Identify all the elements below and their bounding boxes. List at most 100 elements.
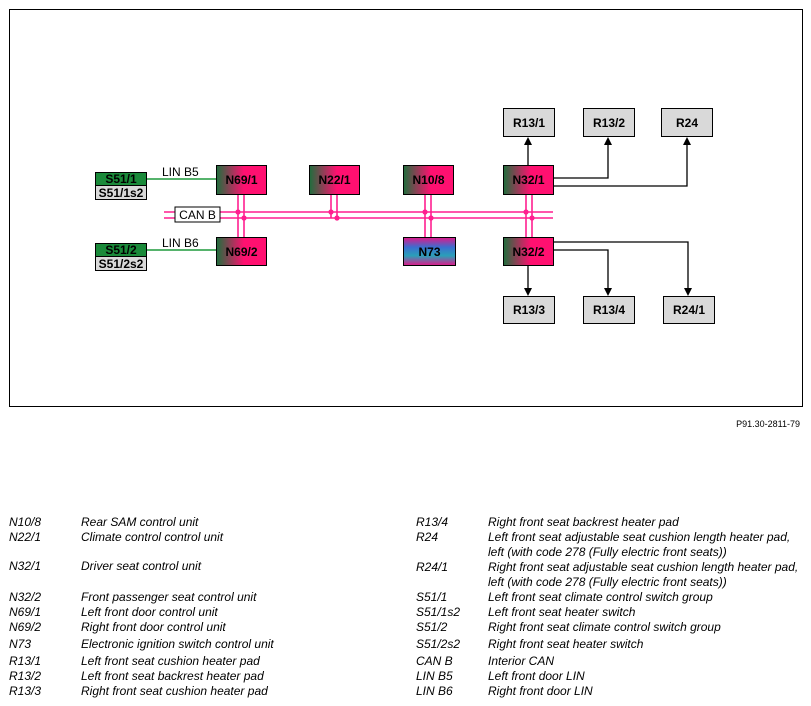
legend-item: R13/2 Left front seat backrest heater pad bbox=[9, 669, 399, 684]
r24-label: R24 bbox=[676, 116, 698, 130]
legend-item: R13/4 Right front seat backrest heater pa… bbox=[416, 515, 808, 530]
r13-4-label: R13/4 bbox=[593, 303, 625, 317]
legend-desc: Right front door control unit bbox=[81, 620, 226, 634]
legend-code: N32/1 bbox=[9, 559, 42, 573]
legend-code: CAN B bbox=[416, 654, 453, 668]
legend-code: R24/1 bbox=[416, 560, 449, 574]
r24-1-label: R24/1 bbox=[673, 303, 705, 317]
lin-b5-label: LIN B5 bbox=[162, 165, 199, 179]
n69-1-label: N69/1 bbox=[225, 173, 257, 187]
legend-code: N69/1 bbox=[9, 605, 42, 619]
r13-3-heater-pad: R13/3 bbox=[503, 296, 555, 324]
legend-desc: Right front seat heater switch bbox=[488, 637, 644, 651]
legend-item: R13/3 Right front seat cushion heater pad bbox=[9, 684, 399, 699]
legend-desc: Interior CAN bbox=[488, 654, 555, 668]
legend-desc: Right front seat adjustable seat cushion… bbox=[488, 560, 799, 589]
legend-code: LIN B6 bbox=[416, 684, 453, 698]
r13-1-label: R13/1 bbox=[513, 116, 545, 130]
legend-code: S51/1s2 bbox=[416, 605, 461, 619]
legend-code: R13/3 bbox=[9, 684, 42, 698]
r13-4-heater-pad: R13/4 bbox=[583, 296, 635, 324]
s51-2-switch-group: S51/2 S51/2s2 bbox=[95, 243, 147, 271]
n22-1-module: N22/1 bbox=[309, 165, 360, 195]
legend-item: N10/8 Rear SAM control unit bbox=[9, 515, 399, 530]
n69-2-label: N69/2 bbox=[225, 245, 257, 259]
n73-label: N73 bbox=[418, 245, 440, 259]
r13-2-label: R13/2 bbox=[593, 116, 625, 130]
n69-2-module: N69/2 bbox=[216, 237, 267, 266]
s51-2s2-label: S51/2s2 bbox=[99, 257, 144, 271]
n32-1-module: N32/1 bbox=[503, 165, 554, 195]
n73-module: N73 bbox=[403, 237, 456, 266]
legend-item: LIN B6 Right front door LIN bbox=[416, 684, 808, 699]
legend-code: N69/2 bbox=[9, 620, 42, 634]
legend-item: S51/1s2 Left front seat heater switch bbox=[416, 605, 808, 620]
legend-desc: Electronic ignition switch control unit bbox=[81, 637, 274, 651]
r24-heater-pad: R24 bbox=[661, 108, 713, 137]
r24-1-heater-pad: R24/1 bbox=[663, 296, 715, 324]
legend-code: R24 bbox=[416, 530, 439, 544]
n32-2-label: N32/2 bbox=[512, 245, 544, 259]
legend-item: N73 Electronic ignition switch control un… bbox=[9, 637, 399, 652]
legend-code: N73 bbox=[9, 637, 32, 651]
legend-code: R13/1 bbox=[9, 654, 42, 668]
legend-item: CAN B Interior CAN bbox=[416, 654, 808, 669]
legend-desc: Right front seat cushion heater pad bbox=[81, 684, 268, 698]
legend-item: N32/2 Front passenger seat control unit bbox=[9, 590, 399, 605]
n32-1-output-wires bbox=[524, 137, 691, 187]
can-b-label-box bbox=[174, 206, 221, 223]
n32-2-output-wires bbox=[524, 241, 692, 296]
legend-desc: Driver seat control unit bbox=[81, 559, 202, 573]
legend-desc: Climate control control unit bbox=[81, 530, 224, 544]
legend-desc: Front passenger seat control unit bbox=[81, 590, 257, 604]
diagram-frame bbox=[9, 9, 803, 407]
legend-desc: Left front door LIN bbox=[488, 669, 585, 683]
legend-desc: Left front seat climate control switch g… bbox=[488, 590, 713, 604]
can-b-drops bbox=[237, 195, 533, 238]
legend-desc: Right front door LIN bbox=[488, 684, 593, 698]
legend-item: S51/1 Left front seat climate control swi… bbox=[416, 590, 808, 605]
legend-code: S51/2s2 bbox=[416, 637, 461, 651]
r13-1-heater-pad: R13/1 bbox=[503, 108, 555, 137]
legend-code: S51/1 bbox=[416, 590, 448, 604]
can-b-label: CAN B bbox=[179, 208, 216, 222]
legend-item: LIN B5 Left front door LIN bbox=[416, 669, 808, 684]
s51-2-label: S51/2 bbox=[105, 243, 137, 257]
s51-1-switch-group: S51/1 S51/1s2 bbox=[95, 172, 147, 200]
legend-item: N32/1 Driver seat control unit bbox=[9, 559, 399, 590]
legend-desc: Rear SAM control unit bbox=[81, 515, 199, 529]
legend-desc: Left front seat adjustable seat cushion … bbox=[488, 530, 791, 559]
n10-8-label: N10/8 bbox=[412, 173, 444, 187]
r13-2-heater-pad: R13/2 bbox=[583, 108, 635, 137]
legend-item: N69/2 Right front door control unit bbox=[9, 620, 399, 635]
legend-desc: Left front seat heater switch bbox=[488, 605, 636, 619]
n69-1-module: N69/1 bbox=[216, 165, 267, 195]
legend-item: R24 Left front seat adjustable seat cushi… bbox=[416, 530, 808, 560]
legend-item: N69/1 Left front door control unit bbox=[9, 605, 399, 620]
s51-1s2-label: S51/1s2 bbox=[99, 186, 144, 200]
n10-8-module: N10/8 bbox=[403, 165, 454, 195]
n22-1-label: N22/1 bbox=[318, 173, 350, 187]
legend-code: N32/2 bbox=[9, 590, 42, 604]
can-b-bus bbox=[164, 211, 553, 219]
n32-1-label: N32/1 bbox=[512, 173, 544, 187]
legend-code: R13/2 bbox=[9, 669, 42, 683]
legend-item: R24/1 Right front seat adjustable seat cu… bbox=[416, 560, 808, 590]
s51-1-label: S51/1 bbox=[105, 172, 137, 186]
legend-desc: Left front seat backrest heater pad bbox=[81, 669, 264, 683]
legend-code: R13/4 bbox=[416, 515, 449, 529]
lin-b6-label: LIN B6 bbox=[162, 236, 199, 250]
legend-code: LIN B5 bbox=[416, 669, 453, 683]
legend-desc: Left front door control unit bbox=[81, 605, 218, 619]
network-diagram: CAN B LIN B5 LIN B6 S51/1 S51/1s2 S51/2 … bbox=[9, 9, 803, 407]
legend-desc: Right front seat backrest heater pad bbox=[488, 515, 679, 529]
n32-2-module: N32/2 bbox=[503, 237, 554, 266]
legend-right-column: R13/4 Right front seat backrest heater pa… bbox=[416, 515, 808, 699]
can-b-junctions bbox=[235, 209, 535, 221]
legend-code: N10/8 bbox=[9, 515, 42, 529]
r13-3-label: R13/3 bbox=[513, 303, 545, 317]
legend-code: N22/1 bbox=[9, 530, 42, 544]
legend-item: S51/2s2 Right front seat heater switch bbox=[416, 637, 808, 652]
